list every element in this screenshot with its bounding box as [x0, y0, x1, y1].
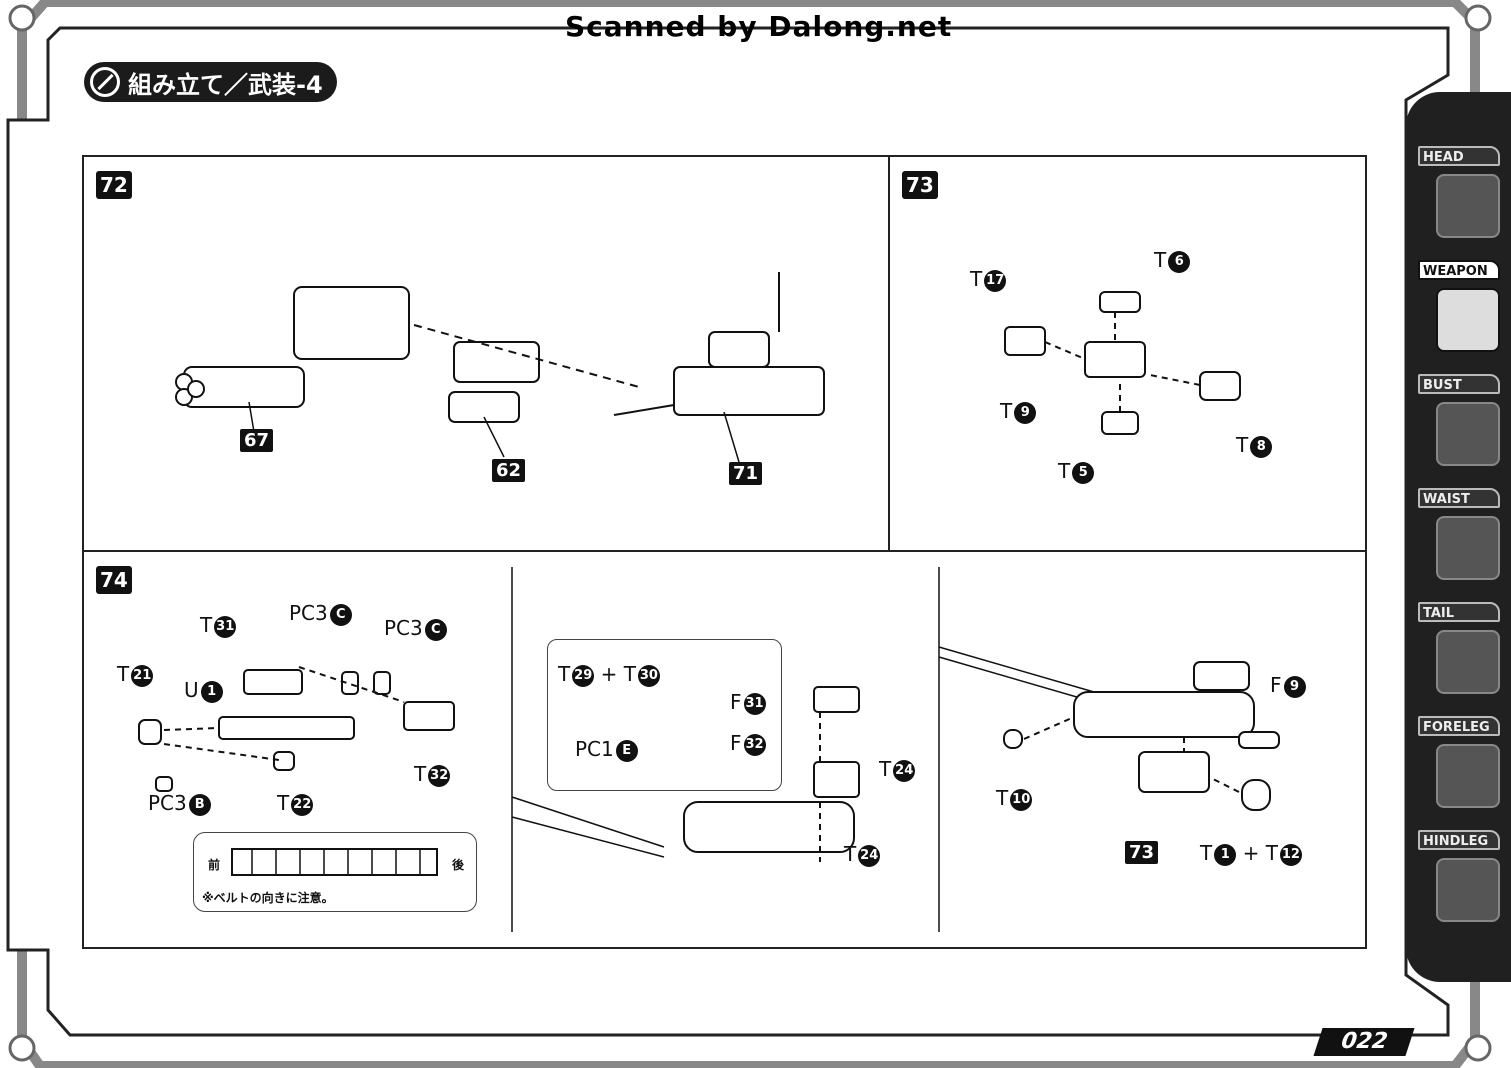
tab-foreleg[interactable]: FORELEG: [1418, 716, 1506, 812]
step-72-illustration: [175, 272, 825, 463]
bust-icon: [1436, 402, 1500, 466]
weapon-icon: [1436, 288, 1500, 352]
tab-hindleg-label: HINDLEG: [1418, 830, 1500, 850]
step-73-illustration: [1004, 291, 1241, 435]
tab-foreleg-label: FORELEG: [1418, 716, 1500, 736]
tab-weapon[interactable]: WEAPON: [1418, 260, 1506, 356]
page-title: 組み立て／武装-4: [128, 70, 323, 99]
hindleg-icon: [1436, 858, 1500, 922]
tab-bust[interactable]: BUST: [1418, 374, 1506, 470]
step-74-illustration: [138, 567, 1280, 932]
waist-icon: [1436, 516, 1500, 580]
part-71-label: 71: [729, 462, 763, 485]
tab-waist[interactable]: WAIST: [1418, 488, 1506, 584]
step-number: 74: [96, 566, 132, 594]
foreleg-icon: [1436, 744, 1500, 808]
belt-diagram: [231, 848, 438, 876]
tab-bust-label: BUST: [1418, 374, 1500, 394]
part-62-label: 62: [492, 459, 526, 482]
step-number: 72: [96, 171, 132, 199]
tab-weapon-label: WEAPON: [1418, 260, 1500, 280]
step-number: 73: [902, 171, 938, 199]
part-67-label: 67: [240, 429, 274, 452]
scan-credit: Scanned by Dalong.net: [565, 10, 953, 43]
head-icon: [1436, 174, 1500, 238]
tab-tail[interactable]: TAIL: [1418, 602, 1506, 698]
tail-icon: [1436, 630, 1500, 694]
step-73-ref-label: 73: [1125, 841, 1159, 864]
tab-hindleg[interactable]: HINDLEG: [1418, 830, 1506, 926]
tab-head[interactable]: HEAD: [1418, 146, 1506, 242]
compass-icon: [90, 67, 120, 97]
belt-front-label: 前: [208, 858, 221, 872]
page-number: 022: [1313, 1028, 1415, 1056]
page-title-bar: 組み立て／武装-4: [84, 62, 337, 102]
section-sidebar: HEAD WEAPON BUST WAIST TAIL FORELEG HIND…: [1406, 92, 1511, 982]
tab-head-label: HEAD: [1418, 146, 1500, 166]
belt-direction-note: ※ベルトの向きに注意。: [202, 891, 334, 905]
subassembly-inset: [547, 639, 782, 791]
belt-orientation-note: 前 後 ※ベルトの向きに注意。: [193, 832, 477, 912]
step-74-panel: 74: [82, 550, 1367, 949]
tab-tail-label: TAIL: [1418, 602, 1500, 622]
step-72-panel: 72 67 62 71: [82, 155, 890, 552]
belt-back-label: 後: [451, 858, 464, 872]
tab-waist-label: WAIST: [1418, 488, 1500, 508]
